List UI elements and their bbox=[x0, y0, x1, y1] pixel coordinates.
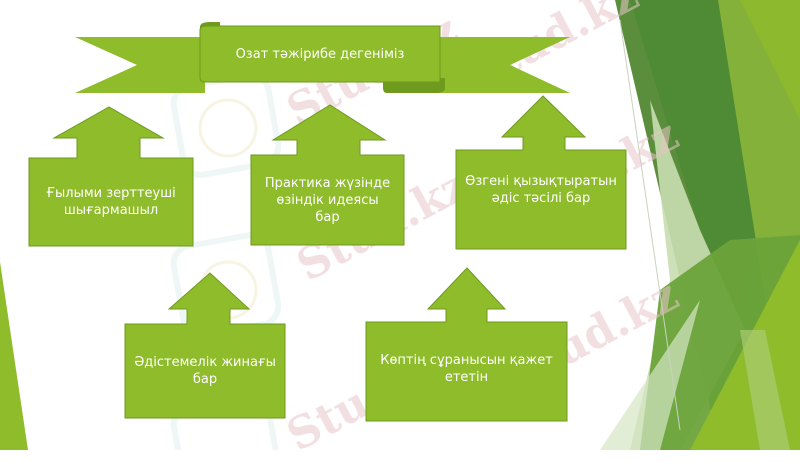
callout-box-3-line1: Өзгені қызықтыратын bbox=[465, 174, 617, 189]
background-decoration bbox=[0, 0, 800, 450]
callout-box-5-line2: ететін bbox=[444, 370, 489, 385]
title-banner-label: Озат тәжірибе дегеніміз bbox=[235, 46, 405, 62]
callout-box-3: Өзгені қызықтыратын әдіс тәсілі бар bbox=[456, 150, 626, 230]
callout-shapes bbox=[28, 95, 627, 422]
callout-box-4: Әдістемелік жинағы бар bbox=[125, 324, 285, 418]
callout-box-1: Ғылыми зерттеуші шығармашыл bbox=[29, 158, 193, 246]
callout-box-1-line1: Ғылыми зерттеуші bbox=[46, 186, 176, 201]
callout-box-2-line3: бар bbox=[315, 210, 340, 225]
title-ribbon bbox=[75, 22, 570, 93]
callout-box-4-line2: бар bbox=[192, 372, 218, 387]
callout-box-2-line1: Практика жүзінде bbox=[264, 176, 391, 191]
callout-box-2: Практика жүзінде өзіндік идеясы бар bbox=[251, 155, 404, 245]
callout-box-3-line2: әдіс тәсілі бар bbox=[491, 191, 591, 206]
callout-box-5-line1: Көптің сұранысын қажет bbox=[380, 353, 553, 368]
callout-box-2-line2: өзіндік идеясы bbox=[276, 193, 379, 208]
callout-box-4-line1: Әдістемелік жинағы bbox=[134, 355, 276, 370]
callout-box-5: Көптің сұранысын қажет ететін bbox=[366, 322, 567, 416]
callout-box-1-line2: шығармашыл bbox=[63, 203, 159, 218]
